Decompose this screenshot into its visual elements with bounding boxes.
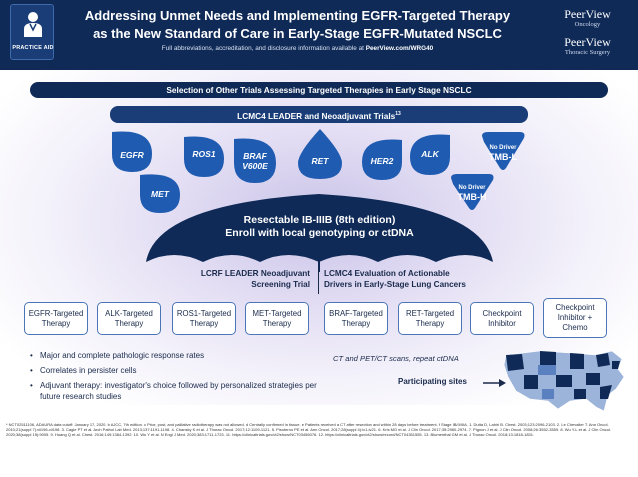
participating-sites-label: Participating sites: [398, 377, 467, 386]
umbrella-line1: Resectable IB-IIIB (8th edition): [243, 214, 396, 226]
lcrf-line1: LCRF LEADER Neoadjuvant: [200, 269, 310, 278]
header-banner: PRACTICE AID Addressing Unmet Needs and …: [0, 0, 638, 70]
tmb-h-small: No Driver: [458, 185, 486, 191]
therapy-box-checkpoint-chemo: Checkpoint Inhibitor + Chemo: [543, 298, 607, 338]
bullet-item: Adjuvant therapy: investigator's choice …: [30, 380, 330, 402]
bullet-item: Correlates in persister cells: [30, 365, 330, 376]
peerview-oncology-logo: PeerView Oncology: [545, 8, 630, 29]
umbrella-title: Resectable IB-IIIB (8th edition) Enroll …: [146, 214, 493, 240]
lcmc4-label: LCMC4 Evaluation of Actionable Drivers i…: [324, 268, 504, 290]
ret-label: RET: [311, 156, 329, 166]
practice-aid-badge: PRACTICE AID: [10, 4, 54, 60]
alk-label: ALK: [421, 149, 439, 159]
lcmc4-line2: Drivers in Early-Stage Lung Cancers: [324, 280, 466, 289]
braf-label: BRAF V600E: [230, 151, 280, 171]
ct-note: CT and PET/CT scans, repeat ctDNA: [333, 354, 459, 363]
met-drop: MET: [136, 171, 184, 215]
therapy-box-egfr: EGFR-Targeted Therapy: [24, 302, 88, 335]
ros1-label: ROS1: [192, 149, 216, 159]
her2-label: HER2: [370, 156, 394, 166]
lcmc4-banner-text: LCMC4 LEADER and Neoadjuvant Trials: [237, 110, 396, 121]
subtitle-text: Full abbreviations, accreditation, and d…: [161, 45, 364, 52]
therapy-box-ret: RET-Targeted Therapy: [398, 302, 462, 335]
braf-line1: BRAF: [243, 151, 267, 161]
braf-drop: BRAF V600E: [230, 135, 280, 185]
braf-line2: V600E: [242, 161, 268, 171]
therapy-box-met: MET-Targeted Therapy: [245, 302, 309, 335]
triangle-shape: [482, 132, 525, 170]
brand-sub: Thoracic Surgery: [564, 49, 611, 56]
egfr-label: EGFR: [120, 150, 144, 160]
therapy-box-checkpoint: Checkpoint Inhibitor: [470, 302, 534, 335]
tmb-l-small: No Driver: [489, 145, 517, 151]
umbrella-shape: [146, 194, 493, 272]
doctor-icon: [24, 12, 42, 37]
page-subtitle: Full abbreviations, accreditation, and d…: [70, 45, 525, 52]
therapy-box-ros1: ROS1-Targeted Therapy: [172, 302, 236, 335]
badge-label: PRACTICE AID: [12, 45, 54, 51]
her2-drop: HER2: [358, 136, 406, 182]
egfr-drop: EGFR: [108, 128, 156, 174]
tmb-l-marker: No Driver TMB-L: [478, 130, 528, 172]
page-title: Addressing Unmet Needs and Implementing …: [70, 7, 525, 43]
lcmc4-line1: LCMC4 Evaluation of Actionable: [324, 269, 450, 278]
alk-drop: ALK: [406, 131, 454, 177]
subtitle-link[interactable]: PeerView.com/WRG40: [365, 45, 434, 52]
therapy-box-braf: BRAF-Targeted Therapy: [324, 302, 388, 335]
tmb-h-label: No Driver TMB-H: [447, 184, 497, 202]
lcmc4-banner: LCMC4 LEADER and Neoadjuvant Trials13: [110, 106, 528, 123]
therapy-box-alk: ALK-Targeted Therapy: [97, 302, 161, 335]
tmb-l-label: No Driver TMB-L: [478, 144, 528, 162]
drop-shape: [140, 174, 180, 213]
drop-shape: [362, 139, 402, 180]
bullet-item: Major and complete pathologic response r…: [30, 350, 330, 361]
title-line-1: Addressing Unmet Needs and Implementing …: [84, 8, 511, 23]
drop-shape: [298, 129, 342, 179]
title-line-2: as the New Standard of Care in Early-Sta…: [93, 26, 502, 41]
arrow-right-icon: [483, 379, 506, 387]
us-map-icon: [503, 350, 625, 412]
lcmc4-ref: 13: [395, 111, 401, 117]
drop-shape: [410, 134, 450, 175]
brand-name: PeerView: [564, 35, 611, 49]
drop-shape: [112, 131, 152, 172]
drop-shape: [184, 136, 224, 177]
ret-drop: RET: [296, 127, 344, 181]
selection-banner: Selection of Other Trials Assessing Targ…: [30, 82, 608, 98]
triangle-shape: [451, 174, 494, 210]
umbrella-line2: Enroll with local genotyping or ctDNA: [225, 227, 414, 239]
met-label: MET: [151, 189, 169, 199]
tmb-h-big: TMB-H: [457, 192, 487, 202]
brand-name: PeerView: [564, 7, 611, 21]
brand-sub: Oncology: [574, 21, 601, 28]
tmb-h-marker: No Driver TMB-H: [447, 172, 497, 212]
drop-shape: [234, 138, 276, 183]
outcome-bullets: Major and complete pathologic response r…: [30, 350, 330, 406]
lcrf-leader-label: LCRF LEADER Neoadjuvant Screening Trial: [150, 268, 310, 290]
trial-divider: [318, 268, 319, 294]
lcrf-line2: Screening Trial: [251, 280, 310, 289]
footnotes: * NCT02511106, ADAURA data cutoff: Janua…: [6, 422, 612, 438]
peerview-thoracic-logo: PeerView Thoracic Surgery: [545, 36, 630, 57]
tmb-l-big: TMB-L: [489, 152, 517, 162]
ros1-drop: ROS1: [180, 133, 228, 179]
